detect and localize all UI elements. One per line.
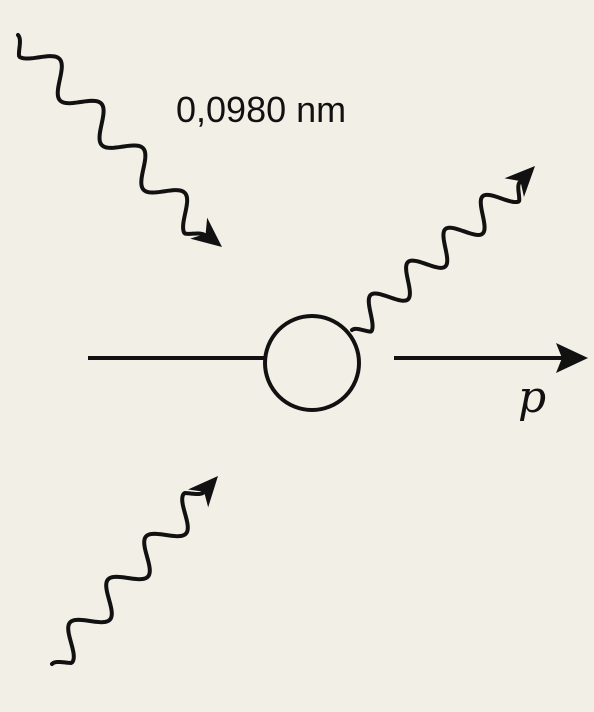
momentum-label: p <box>518 372 546 423</box>
lower-photon-arrowhead <box>187 476 218 508</box>
scattered-photon-wave <box>350 180 522 334</box>
wavelength-label: 0,0980 nm <box>176 89 346 130</box>
incoming-photon-wave <box>16 33 208 238</box>
momentum-arrowhead <box>556 343 588 373</box>
lower-photon-wave <box>50 490 206 666</box>
incoming-photon-arrowhead <box>190 217 222 247</box>
scattered-photon-arrowhead <box>504 166 535 197</box>
electron-circle <box>263 314 361 412</box>
